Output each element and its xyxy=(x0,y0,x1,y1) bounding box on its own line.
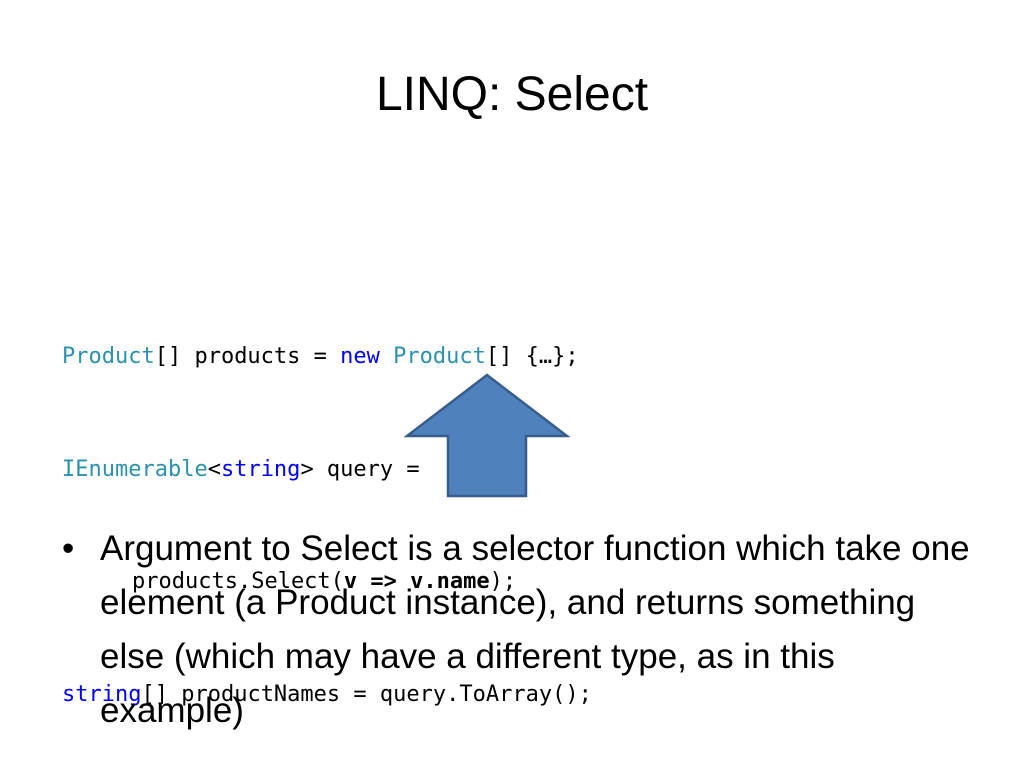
code-token: < xyxy=(207,456,221,482)
bullet-list: • Argument to Select is a selector funct… xyxy=(62,522,982,738)
code-token-lambda: v => v.name xyxy=(343,569,490,594)
code-token-type: IEnumerable xyxy=(62,456,208,482)
code-block: Product[] products = new Product[] {…}; … xyxy=(62,263,592,768)
bullet-item: • Argument to Select is a selector funct… xyxy=(62,522,982,738)
up-arrow-shape xyxy=(404,373,570,498)
slide-title: LINQ: Select xyxy=(375,68,649,121)
code-token: [] products = xyxy=(154,344,341,369)
code-token: [] {…}; xyxy=(485,344,579,369)
code-token-type: Product xyxy=(62,344,155,369)
code-token: [] productNames = query.ToArray(); xyxy=(141,681,592,707)
code-line-3: products.Select(v => v.name); xyxy=(62,563,592,601)
code-token: ); xyxy=(489,569,517,594)
code-line-2: IEnumerable<string> query = xyxy=(62,451,592,489)
code-token xyxy=(380,344,393,369)
code-token-keyword: new xyxy=(340,344,380,369)
bullet-text: Argument to Select is a selector functio… xyxy=(100,529,970,730)
bullet-icon: • xyxy=(62,529,75,568)
code-token-keyword: string xyxy=(220,456,301,482)
code-token: > query = xyxy=(300,456,420,482)
code-token-keyword: string xyxy=(62,681,142,707)
up-arrow-icon xyxy=(404,373,570,498)
code-token-type: Product xyxy=(393,344,486,369)
code-token: products.Select( xyxy=(132,569,344,594)
code-line-4: string[] productNames = query.ToArray(); xyxy=(62,676,592,714)
code-line-1: Product[] products = new Product[] {…}; xyxy=(62,338,592,376)
